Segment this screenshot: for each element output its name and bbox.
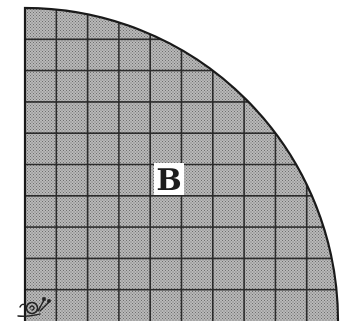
snail-icon [17, 297, 51, 317]
quarter-circle-outline [23, 6, 340, 321]
label-backing-box [154, 163, 184, 195]
region-label: B [156, 163, 181, 198]
region-label-group: B [154, 163, 184, 198]
